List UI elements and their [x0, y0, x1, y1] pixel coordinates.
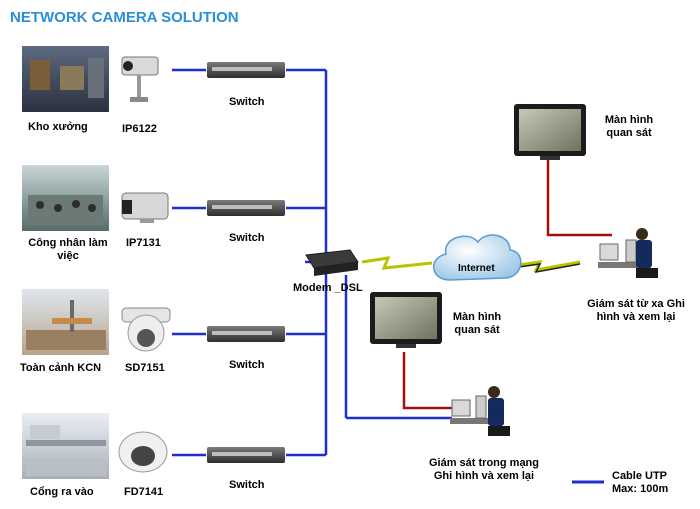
switch-4-device	[207, 447, 285, 463]
camera-sd7151-icon	[121, 307, 171, 352]
remote-station-icon	[598, 228, 658, 278]
wireless-link-icons	[361, 256, 581, 273]
switch-1-device	[207, 62, 285, 78]
local-monitor-label: Màn hình quan sát	[452, 311, 502, 336]
camera-label-2: IP7131	[126, 237, 161, 249]
local-station-icon	[450, 386, 510, 436]
scene-photo-gate	[22, 413, 109, 479]
modem-label: Modem _DSL	[293, 282, 363, 294]
switch-label-2: Switch	[229, 232, 265, 244]
internet-cloud-icon	[433, 234, 522, 281]
camera-ip7131-icon	[121, 192, 169, 223]
remote-station-label: Giám sát từ xa Ghi hình và xem lại	[587, 298, 685, 323]
camera-ip6122-icon	[121, 56, 159, 102]
switch-3-device	[207, 326, 285, 342]
switch-label-3: Switch	[229, 359, 265, 371]
remote-monitor-icon	[514, 104, 586, 160]
switch-label-4: Switch	[229, 479, 265, 491]
scene-photo-warehouse	[22, 46, 109, 112]
switch-2-device	[207, 200, 285, 216]
scene-label-1: Kho xưởng	[28, 121, 88, 133]
camera-label-1: IP6122	[122, 123, 157, 135]
scene-label-2: Công nhân làm việc	[28, 237, 108, 262]
camera-label-3: SD7151	[125, 362, 165, 374]
monitor-links	[402, 160, 612, 410]
camera-fd7141-icon	[118, 431, 168, 473]
local-station-label: Giám sát trong mạng Ghi hình và xem lại	[428, 457, 540, 482]
scene-label-4: Cổng ra vào	[30, 486, 94, 498]
internet-label: Internet	[458, 263, 495, 274]
legend-max-label: Max: 100m	[612, 483, 669, 495]
wireless-link-dark	[511, 263, 581, 274]
modem-dsl-device	[305, 249, 359, 276]
local-monitor-icon	[370, 292, 442, 348]
diagram-title: NETWORK CAMERA SOLUTION	[10, 9, 239, 26]
remote-monitor-label: Màn hình quan sát	[604, 114, 654, 139]
scene-label-3: Toàn cảnh KCN	[20, 362, 102, 374]
switch-label-1: Switch	[229, 96, 265, 108]
camera-label-4: FD7141	[124, 486, 164, 498]
scene-photo-workers	[22, 165, 109, 231]
scene-photo-industrial-zone	[22, 289, 109, 355]
legend-cable-label: Cable UTP	[612, 470, 668, 482]
